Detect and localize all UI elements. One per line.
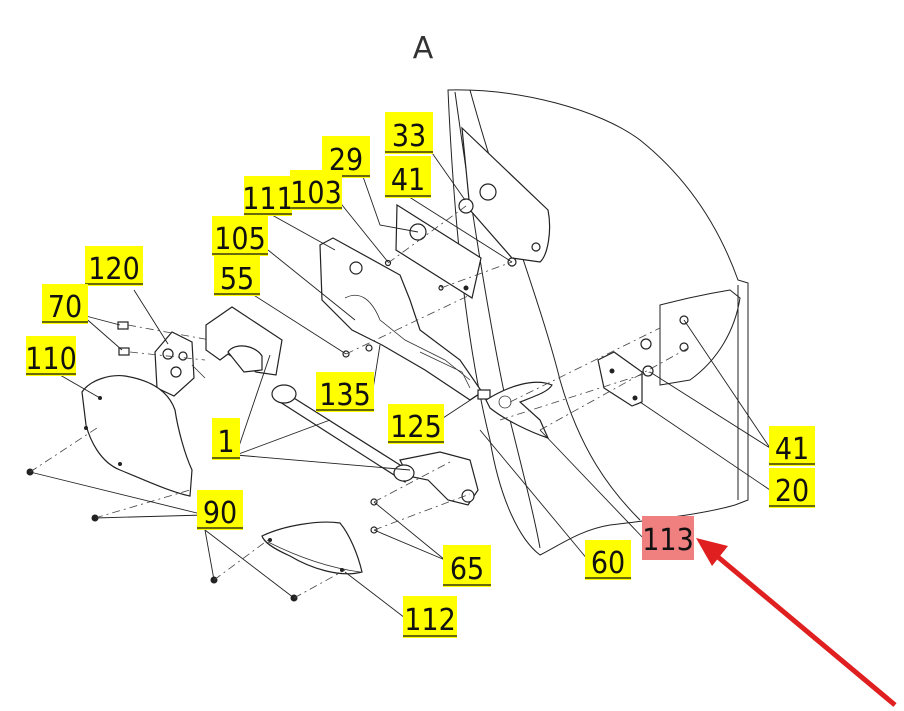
- callout-125: 125: [388, 404, 444, 445]
- svg-text:55: 55: [220, 262, 254, 297]
- screws-70: [117, 321, 130, 356]
- callout-20: 20: [769, 468, 815, 509]
- svg-text:60: 60: [591, 546, 625, 581]
- gasket-plate: [395, 203, 482, 299]
- screws-90: [26, 468, 298, 602]
- svg-text:65: 65: [450, 552, 484, 587]
- svg-text:120: 120: [88, 252, 140, 287]
- svg-text:33: 33: [392, 119, 426, 154]
- callout-135: 135: [316, 372, 374, 413]
- svg-text:70: 70: [48, 290, 82, 325]
- svg-text:105: 105: [214, 222, 266, 257]
- callout-70: 70: [42, 284, 88, 325]
- callout-33: 33: [385, 112, 433, 154]
- svg-text:41: 41: [775, 432, 809, 467]
- washers-41: [640, 315, 689, 377]
- red-arrow-icon: [696, 538, 897, 707]
- callout-41-top: 41: [385, 156, 431, 198]
- callout-110: 110: [25, 336, 77, 377]
- callout-113-highlighted: 113: [642, 516, 694, 560]
- svg-text:113: 113: [642, 523, 694, 558]
- callout-90: 90: [197, 490, 243, 531]
- cover-112: [261, 521, 363, 575]
- lock-housing: [319, 237, 491, 401]
- lock-body: [154, 331, 206, 397]
- callout-1: 1: [212, 418, 240, 460]
- svg-text:135: 135: [319, 378, 371, 413]
- svg-text:103: 103: [290, 176, 342, 211]
- svg-text:112: 112: [404, 603, 456, 638]
- view-label: A: [413, 31, 434, 66]
- callout-103: 103: [290, 170, 342, 211]
- leader-lines: [29, 149, 771, 619]
- svg-text:125: 125: [390, 410, 442, 445]
- callout-111: 111: [242, 176, 294, 217]
- handle: [485, 381, 553, 439]
- svg-text:20: 20: [775, 474, 809, 509]
- callout-60: 60: [585, 540, 631, 581]
- callout-55: 55: [214, 256, 260, 297]
- assembly-lines: [29, 205, 691, 599]
- callout-120: 120: [85, 246, 143, 287]
- callout-41-right: 41: [769, 426, 815, 467]
- svg-text:90: 90: [203, 496, 237, 531]
- svg-text:1: 1: [217, 425, 234, 460]
- callout-112: 112: [403, 596, 457, 638]
- screws-65: [342, 259, 444, 534]
- callout-105: 105: [212, 216, 268, 257]
- svg-text:41: 41: [391, 163, 425, 198]
- upper-plate: [458, 126, 551, 267]
- svg-text:111: 111: [242, 182, 294, 217]
- cover-plate-20: [597, 351, 643, 407]
- callout-65: 65: [443, 545, 491, 587]
- svg-text:110: 110: [25, 342, 77, 377]
